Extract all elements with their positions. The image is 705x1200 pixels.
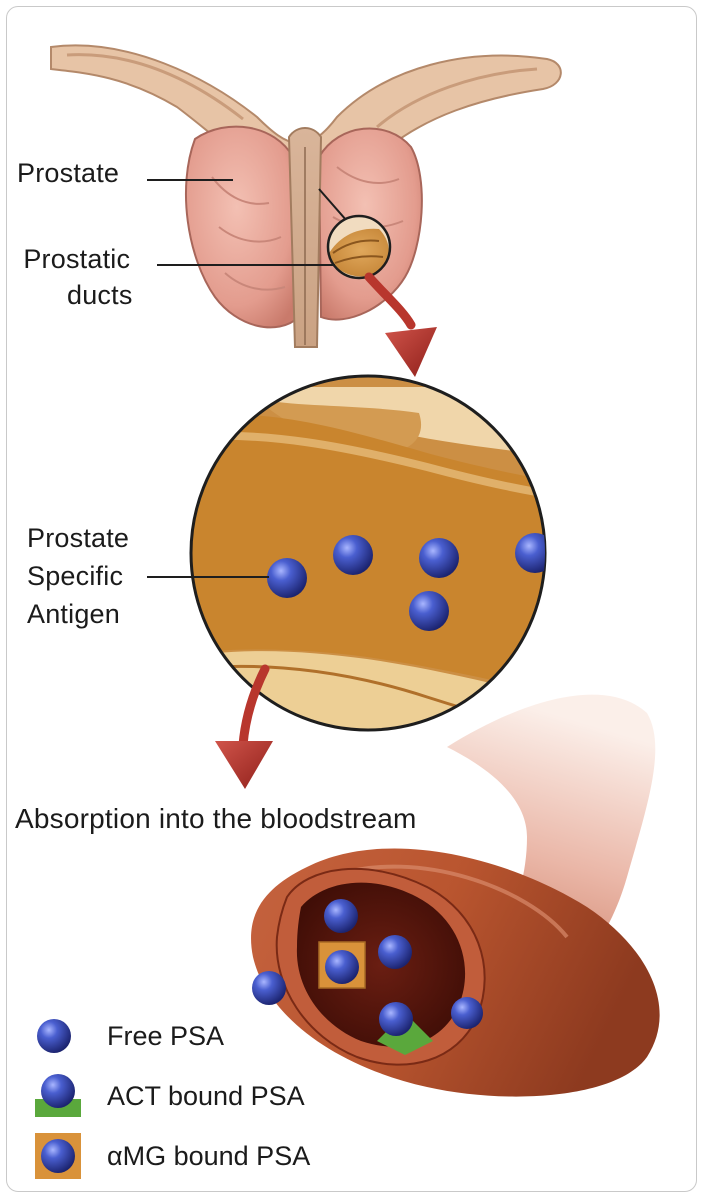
psa-sphere xyxy=(409,591,449,631)
bladder-tissue xyxy=(50,44,562,183)
psa-sphere xyxy=(333,535,373,575)
psa-sphere xyxy=(419,538,459,578)
leader-lines xyxy=(147,179,335,578)
psa-in-blood xyxy=(252,899,483,1055)
label-absorption: Absorption into the bloodstream xyxy=(15,803,417,834)
psa-sphere xyxy=(515,533,545,573)
arrow-to-bloodstream xyxy=(215,664,273,789)
amg-bound-psa-icon xyxy=(35,1133,81,1179)
duct-zoom-circle xyxy=(326,214,392,280)
label-prostatic-ducts: Prostatic ducts xyxy=(23,244,133,310)
legend-label: Free PSA xyxy=(107,1021,225,1051)
psa-molecules-in-duct xyxy=(267,533,545,631)
legend-label: ACT bound PSA xyxy=(107,1081,305,1111)
figure-card: Prostate Prostatic ducts Prostate Specif… xyxy=(6,6,697,1192)
label-prostate: Prostate xyxy=(17,158,120,188)
label-prostate-specific-antigen: Prostate Specific Antigen xyxy=(27,523,130,629)
psa-sphere xyxy=(267,558,307,598)
magnified-duct-circle xyxy=(189,374,547,732)
legend-item-free-psa: Free PSA xyxy=(35,1011,395,1061)
legend-item-amg-bound-psa: αMG bound PSA xyxy=(35,1131,395,1181)
arrow-to-magnified-duct xyxy=(364,272,437,377)
legend-item-act-bound-psa: ACT bound PSA xyxy=(35,1071,395,1121)
psa-illustration xyxy=(50,44,660,1097)
free-psa-sphere-icon xyxy=(37,1019,71,1053)
act-bound-psa-icon xyxy=(35,1074,81,1117)
legend-label: αMG bound PSA xyxy=(107,1141,311,1171)
